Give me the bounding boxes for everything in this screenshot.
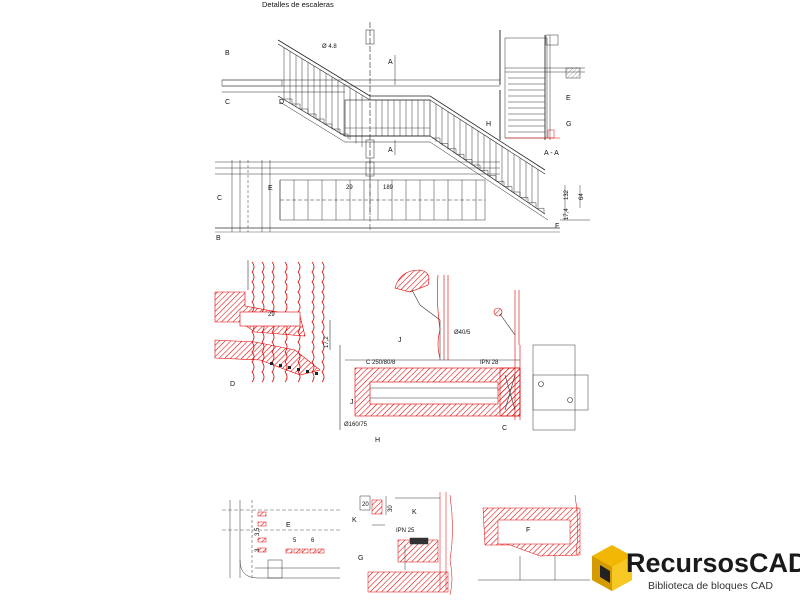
stair-step: [432, 137, 441, 144]
section-aa-letter-g: G: [566, 121, 571, 128]
bolt-mark: [315, 372, 318, 375]
bolt-mark: [270, 362, 273, 365]
stair-step: [324, 123, 333, 129]
detail-e-dim-a: 5: [293, 538, 297, 544]
stud-section: [257, 547, 267, 553]
bolt-mark: [288, 366, 291, 369]
detail-k-letter-k2: K: [412, 509, 417, 516]
stud-section: [257, 521, 267, 527]
stair-step: [528, 202, 537, 209]
stud-section: [285, 548, 293, 554]
stair-step: [520, 197, 529, 203]
stair-step: [448, 148, 457, 155]
dim-174: 17,4: [564, 208, 570, 220]
detail-h-callout-ipn: IPN 28: [480, 360, 499, 366]
label-a-bottom: A: [388, 147, 393, 154]
detail-e: [222, 500, 340, 579]
label-h: H: [486, 121, 491, 128]
stair-step: [440, 143, 449, 149]
stud-section: [301, 548, 309, 554]
stair-step: [332, 128, 341, 134]
detail-k-dim-20-top: 20: [362, 502, 369, 508]
recursoscad-logo: RecursosCAD Biblioteca de bloques CAD: [592, 545, 800, 592]
section-aa-letter-e: E: [566, 95, 571, 102]
dim-29: 29: [346, 185, 353, 191]
bolt-mark: [297, 368, 300, 371]
stair-step: [472, 164, 481, 171]
detail-j: [394, 269, 520, 360]
label-d: D: [279, 99, 284, 106]
detail-f: [478, 494, 590, 581]
stud-section: [309, 548, 317, 554]
detail-h-callout-channel: C 250/80/8: [366, 360, 396, 366]
detail-d-letter: D: [230, 381, 235, 388]
stair-step: [340, 133, 349, 139]
detail-k: [359, 492, 453, 596]
detail-h-callout-tube: Ø160/75: [344, 422, 368, 428]
stair-step: [488, 175, 497, 182]
logo-brand-name: RecursosCAD: [626, 548, 800, 578]
stair-step: [292, 103, 301, 109]
detail-k-callout-ipn: IPN 25: [396, 528, 415, 534]
bolt-mark: [279, 364, 282, 367]
logo-subtitle: Biblioteca de bloques CAD: [648, 580, 773, 592]
label-b-plan: B: [216, 235, 221, 242]
stair-step: [300, 108, 309, 114]
detail-h: [339, 344, 589, 431]
section-aa-label: A - A: [544, 150, 559, 157]
detail-d: [214, 260, 331, 383]
label-e: E: [268, 185, 273, 192]
detail-e-letter: E: [286, 522, 291, 529]
dim-line-right: [560, 185, 590, 221]
dim-64: 64: [579, 193, 585, 200]
dim-tube: Ø 4.8: [322, 44, 337, 50]
section-aa: [504, 34, 585, 140]
detail-h-letter-j: J: [350, 399, 354, 406]
stair-step: [536, 207, 545, 214]
stud-section: [257, 511, 267, 517]
stair-plan: [215, 160, 560, 233]
dim-189: 189: [383, 185, 394, 191]
stud-section: [293, 548, 301, 554]
detail-e-dim-b: 6: [311, 538, 315, 544]
stair-step: [496, 180, 505, 187]
stair-step: [308, 113, 317, 119]
detail-f-letter: F: [526, 527, 530, 534]
stair-elevation: [221, 22, 549, 221]
stair-step: [284, 98, 293, 104]
stair-step: [456, 153, 465, 160]
stair-step: [464, 159, 473, 165]
dim-132: 132: [564, 189, 570, 200]
detail-d-dim-172: 17,2: [324, 336, 330, 348]
stud-section: [257, 537, 267, 543]
wood-grain: [311, 261, 315, 383]
detail-d-dim-29: 29: [268, 312, 275, 318]
detail-j-callout: Ø40/5: [454, 330, 471, 336]
detail-h-letter-c: C: [502, 425, 507, 432]
label-f: F: [555, 223, 559, 230]
stair-step: [504, 186, 513, 192]
drawing-title: Detalles de escaleras: [262, 0, 334, 9]
label-a-top: A: [388, 59, 393, 66]
detail-k-dim-30: 30: [388, 505, 394, 512]
bolt-mark: [306, 370, 309, 373]
detail-k-letter-g: G: [358, 555, 363, 562]
detail-e-dim-d: 3,5: [255, 527, 261, 536]
label-c-plan: C: [217, 195, 222, 202]
label-c-left: C: [225, 99, 230, 106]
label-b-top: B: [225, 50, 230, 57]
detail-k-letter-k: K: [352, 517, 357, 524]
detail-j-letter: J: [398, 337, 402, 344]
stair-step: [512, 191, 521, 198]
wood-grain: [321, 261, 325, 383]
detail-h-letter: H: [375, 437, 380, 444]
stud-section: [317, 548, 325, 554]
detail-e-dim-c: 3: [255, 548, 261, 552]
stair-step: [316, 118, 325, 124]
